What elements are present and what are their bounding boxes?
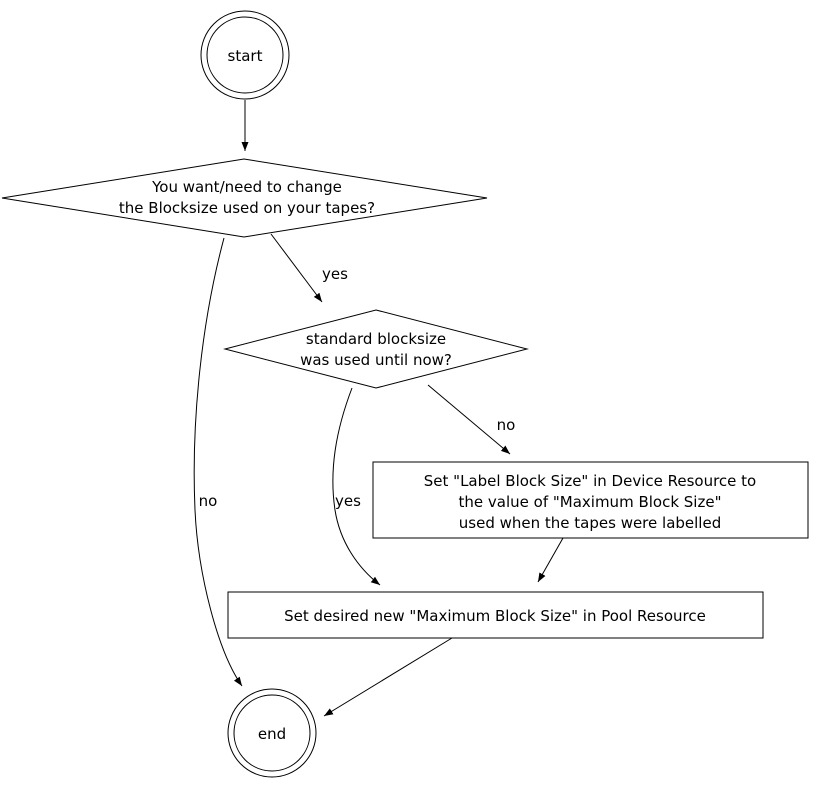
edge-label-decision2-no: no [497, 416, 516, 434]
process-label-block-size-node: Set "Label Block Size" in Device Resourc… [372, 461, 809, 539]
decision-standard-blocksize-line1: standard blocksize [306, 330, 446, 348]
decision-change-blocksize-node: You want/need to change the Blocksize us… [1, 158, 488, 238]
edge-label-decision1-no: no [199, 492, 218, 510]
edge-label-decision1-yes: yes [322, 265, 348, 283]
edges [193, 100, 564, 717]
edge-process2-to-end [323, 637, 453, 717]
edge-decision1-yes-to-decision2 [270, 233, 323, 303]
edge-process1-to-process2 [537, 537, 564, 583]
decision-change-blocksize-diamond [1, 158, 488, 238]
edge-decision2-no-to-process1 [427, 384, 511, 455]
edge-labels: yes no no yes [199, 265, 516, 510]
process-label-block-size-box [372, 461, 809, 539]
decision-standard-blocksize-node: standard blocksize was used until now? [223, 309, 529, 389]
decision-change-blocksize-line2: the Blocksize used on your tapes? [119, 199, 375, 217]
process-pool-resource-label: Set desired new "Maximum Block Size" in … [284, 607, 706, 625]
start-node-label: start [228, 47, 263, 65]
edge-decision2-yes-to-process2 [332, 387, 381, 586]
start-node: start [200, 10, 290, 100]
end-node-inner-circle [233, 694, 311, 772]
process-label-block-size-line2: the value of "Maximum Block Size" [459, 493, 722, 511]
process-pool-resource-box [227, 591, 764, 639]
edge-decision1-no-to-end [193, 237, 243, 687]
decision-standard-blocksize-line2: was used until now? [300, 351, 452, 369]
end-node-label: end [258, 725, 286, 743]
start-node-inner-circle [206, 16, 284, 94]
process-label-block-size-line3: used when the tapes were labelled [459, 514, 721, 532]
decision-standard-blocksize-diamond [223, 309, 529, 389]
edge-label-decision2-yes: yes [335, 492, 361, 510]
process-label-block-size-line1: Set "Label Block Size" in Device Resourc… [424, 472, 756, 490]
end-node: end [227, 688, 317, 778]
decision-change-blocksize-line1: You want/need to change [151, 178, 342, 196]
process-pool-resource-node: Set desired new "Maximum Block Size" in … [227, 591, 764, 639]
